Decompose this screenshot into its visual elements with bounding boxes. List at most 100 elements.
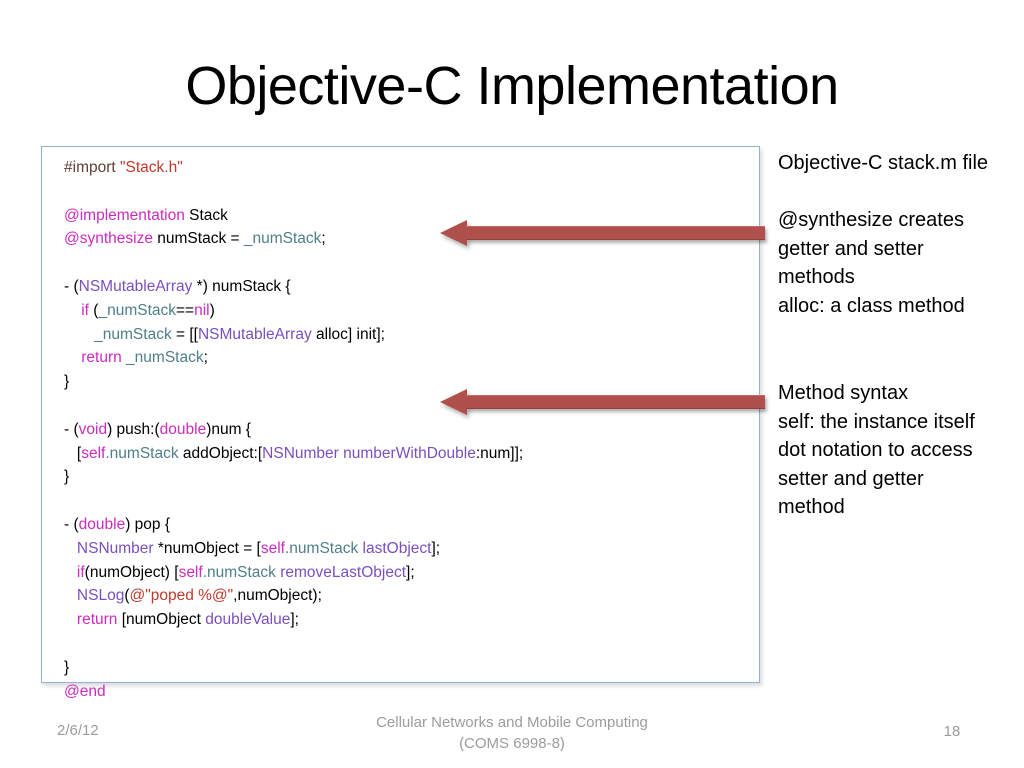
code-listing: #import "Stack.h" @implementation Stack@…	[64, 156, 753, 703]
code-token-plain: Stack	[184, 206, 228, 224]
code-token-plain	[64, 349, 81, 366]
note-line	[778, 178, 1024, 207]
code-token-plain: :num]];	[475, 444, 524, 462]
code-token-plain: (numObject) [	[84, 563, 179, 581]
code-token-plain: *numObject = [	[153, 539, 261, 557]
code-token-string: @"poped %@"	[129, 587, 234, 605]
note-line: self: the instance itself	[778, 410, 975, 433]
code-token-plain: - (	[64, 277, 79, 295]
code-token-plain: }	[64, 373, 70, 391]
note-line: getter and setter	[778, 237, 924, 260]
code-line: }	[64, 370, 753, 394]
footer-date: 2/6/12	[57, 722, 99, 739]
code-token-keyword: self	[178, 563, 203, 581]
note-line: Method syntax	[778, 382, 909, 404]
code-line: if (_numStack==nil)	[64, 299, 753, 323]
note-block-top: Objective-C stack.m file @synthesize cre…	[778, 149, 1024, 320]
note-line: dot notation to access	[778, 439, 973, 461]
code-line: #import "Stack.h"	[64, 156, 753, 180]
code-line: - (NSMutableArray *) numStack {	[64, 275, 753, 299]
code-token-plain	[64, 587, 77, 604]
note-line: Objective-C stack.m file	[778, 152, 989, 174]
code-line: return _numStack;	[64, 346, 753, 370]
arrow-head-icon	[440, 220, 467, 246]
code-line: @end	[64, 680, 753, 704]
code-token-plain: }	[64, 468, 70, 486]
code-token-ivar: _numStack	[94, 325, 172, 343]
code-token-ivar: .numStack	[105, 444, 179, 462]
code-line: NSLog(@"poped %@",numObject);	[64, 584, 753, 608]
code-token-keyword: self	[81, 444, 106, 462]
note-line: methods	[778, 266, 855, 288]
code-token-plain: ];	[290, 611, 299, 629]
code-token-type: numberWithDouble	[338, 444, 476, 462]
code-token-plain: ) pop {	[125, 515, 170, 533]
code-token-keyword: nil	[194, 301, 210, 319]
code-token-keyword: void	[78, 420, 108, 438]
arrow-shaft	[466, 226, 765, 240]
footer-course-line1: Cellular Networks and Mobile Computing	[376, 714, 648, 731]
code-line: _numStack = [[NSMutableArray alloc] init…	[64, 323, 753, 347]
code-token-plain: ;	[203, 349, 208, 367]
code-line: NSNumber *numObject = [self.numStack las…	[64, 537, 753, 561]
code-line: }	[64, 656, 753, 680]
method-callout-arrow	[440, 389, 765, 415]
code-token-type: NSLog	[76, 587, 125, 605]
code-token-plain	[64, 302, 81, 319]
code-token-plain: (	[124, 587, 130, 605]
code-token-plain: ) push:(	[107, 420, 160, 438]
code-token-plain: [numObject	[117, 611, 206, 629]
code-token-keyword: return	[76, 611, 118, 629]
page-title: Objective-C Implementation	[185, 56, 839, 116]
code-line: return [numObject doubleValue];	[64, 608, 753, 632]
code-token-plain: numStack =	[152, 230, 244, 248]
code-line	[64, 632, 753, 656]
code-token-type: NSNumber	[262, 444, 339, 462]
code-line: - (void) push:(double)num {	[64, 418, 753, 442]
code-token-plain: ];	[431, 539, 441, 557]
arrow-head-icon	[440, 389, 467, 415]
code-token-plain: (	[88, 301, 99, 319]
code-token-keyword: double	[159, 420, 207, 438]
code-token-preproc: #import	[64, 159, 120, 176]
code-token-plain	[64, 326, 94, 343]
code-token-ivar: .numStack	[202, 563, 276, 581]
code-token-type: NSMutableArray	[78, 277, 193, 295]
note-block-bottom: Method syntax self: the instance itself do…	[778, 379, 1024, 522]
code-token-plain: }	[64, 658, 70, 676]
code-token-keyword: @implementation	[64, 206, 185, 224]
code-token-type: lastObject	[362, 539, 432, 557]
synthesize-callout-arrow	[440, 220, 765, 246]
code-token-keyword: return	[81, 349, 122, 367]
footer-course-line2: (COMS 6998-8)	[459, 735, 565, 752]
note-line: method	[778, 496, 845, 518]
code-line	[64, 180, 753, 204]
note-line: setter and getter	[778, 467, 924, 490]
code-token-plain: ==	[176, 301, 195, 319]
code-line: @implementation Stack	[64, 204, 753, 228]
code-token-plain	[64, 540, 77, 557]
code-line: }	[64, 465, 753, 489]
note-line: alloc: a class method	[778, 294, 965, 317]
code-token-plain: alloc] init];	[311, 325, 385, 343]
code-token-plain: - (	[64, 515, 79, 533]
code-token-ivar: _numStack	[126, 349, 204, 367]
code-token-ivar: _numStack	[98, 301, 176, 319]
code-line	[64, 489, 753, 513]
note-line: @synthesize creates	[778, 209, 964, 231]
code-line: - (double) pop {	[64, 513, 753, 537]
code-line	[64, 251, 753, 275]
code-token-keyword: @end	[64, 682, 106, 700]
code-line: [self.numStack addObject:[NSNumber numbe…	[64, 442, 753, 466]
code-token-type: NSNumber	[76, 539, 154, 557]
code-token-keyword: if	[76, 563, 85, 581]
code-token-type: removeLastObject	[280, 563, 407, 581]
code-token-keyword: self	[260, 539, 285, 557]
code-token-type: doubleValue	[205, 611, 291, 629]
code-token-plain: ];	[406, 563, 415, 581]
code-token-plain: ;	[321, 230, 326, 248]
code-token-plain: )	[209, 301, 215, 319]
footer-course: Cellular Networks and Mobile Computing (…	[262, 712, 762, 754]
code-token-plain	[64, 564, 77, 581]
code-token-plain: - (	[64, 420, 79, 438]
